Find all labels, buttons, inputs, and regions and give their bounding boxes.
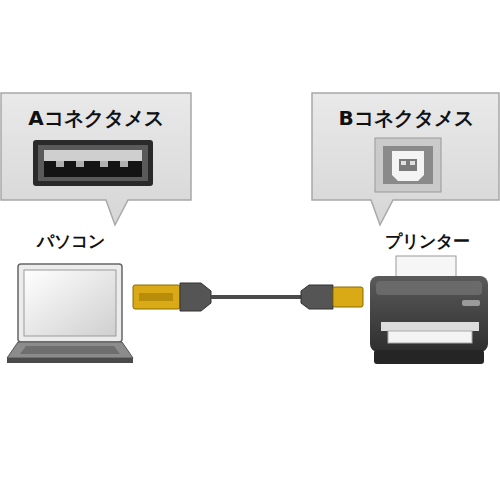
laptop-illustration <box>7 264 133 363</box>
plug-housing <box>301 285 333 309</box>
usb-a-port <box>33 140 153 186</box>
usb-a-plug <box>133 285 180 309</box>
plug-housing <box>180 283 211 311</box>
callout-title: Bコネクタメス <box>312 105 500 132</box>
callout-box: Bコネクタメス <box>312 93 500 200</box>
cable-line <box>211 295 301 299</box>
callout-title: Aコネクタメス <box>0 105 192 132</box>
callout-bubble <box>312 93 499 225</box>
device-label: パソコン <box>8 230 133 253</box>
plug-detail <box>139 293 173 301</box>
device-label: プリンター <box>365 230 489 253</box>
device-node: パソコン <box>8 228 133 366</box>
usb-cable <box>133 283 363 311</box>
usb-b-plug <box>333 287 363 307</box>
callout-box: Aコネクタメス <box>0 93 192 200</box>
usb-b-port <box>375 138 441 192</box>
device-node: プリンター <box>365 228 489 368</box>
printer-illustration <box>370 256 488 364</box>
callout-bubble <box>1 93 191 225</box>
